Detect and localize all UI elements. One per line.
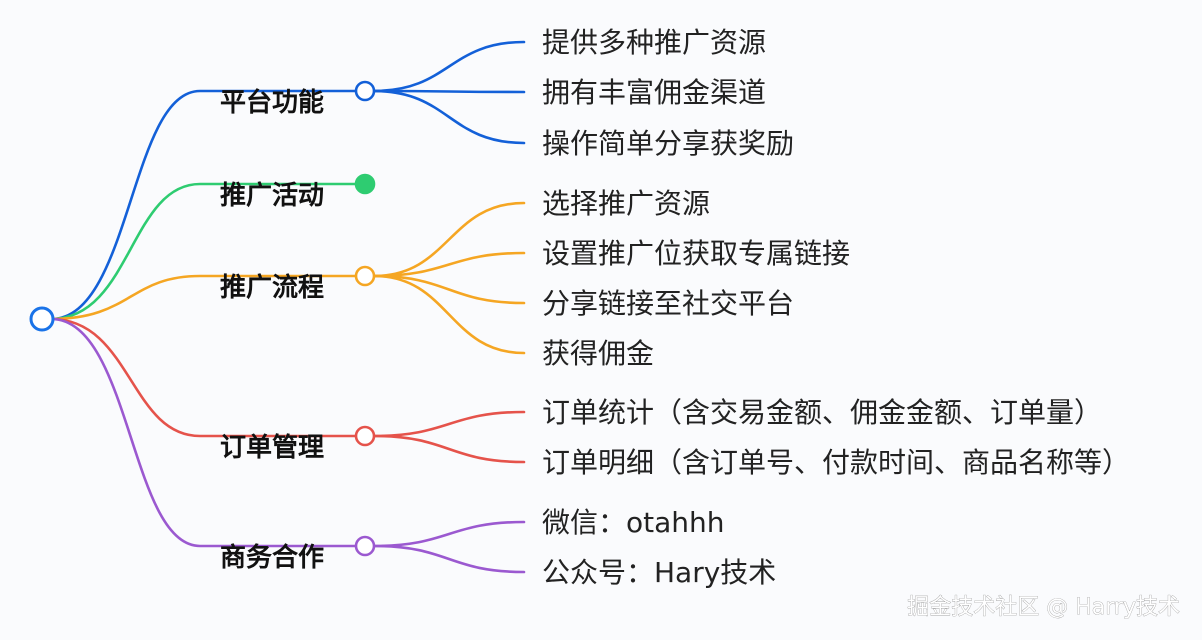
root-node[interactable] (29, 306, 55, 332)
branch-5-leaf-1-edge (372, 520, 526, 548)
branch-5-leaf-2-label[interactable]: 公众号：Hary技术 (542, 556, 776, 589)
branch-3-leaf-4-edge (372, 274, 526, 355)
branch-1-label[interactable]: 平台功能 (220, 87, 324, 118)
branch-3-leaf-3-edge (372, 274, 526, 305)
branch-4-leaf-1-edge (372, 410, 526, 438)
branch-4-leaf-2-label[interactable]: 订单明细（含订单号、付款时间、商品名称等） (542, 446, 1130, 479)
branch-3-edge (49, 274, 358, 321)
branch-3-leaf-4-label[interactable]: 获得佣金 (542, 337, 654, 370)
branch-4-leaf-2-edge (372, 434, 526, 464)
branch-1-leaf-2-label[interactable]: 拥有丰富佣金渠道 (542, 76, 766, 109)
branch-1-node[interactable] (354, 80, 376, 102)
branch-2-node[interactable] (354, 173, 376, 195)
branch-3-leaf-1-label[interactable]: 选择推广资源 (542, 187, 710, 220)
branch-1-leaf-1-label[interactable]: 提供多种推广资源 (542, 26, 766, 59)
branch-5-edge (49, 317, 358, 548)
mindmap-nodes (29, 80, 376, 557)
branch-5-leaf-2-edge (372, 544, 526, 574)
branch-1-leaf-1-edge (372, 40, 526, 93)
branch-3-leaf-1-edge (372, 201, 526, 278)
branch-3-leaf-2-edge (372, 251, 526, 278)
branch-5-node[interactable] (354, 535, 376, 557)
branch-1-leaf-3-label[interactable]: 操作简单分享获奖励 (542, 127, 794, 160)
watermark: 掘金技术社区 @ Harry技术 (907, 595, 1180, 620)
branch-5-label[interactable]: 商务合作 (220, 542, 324, 573)
branch-2-label[interactable]: 推广活动 (220, 181, 324, 211)
branch-1-leaf-3-edge (372, 89, 526, 145)
branch-2-edge (49, 182, 358, 321)
branch-4-label[interactable]: 订单管理 (220, 433, 324, 463)
branch-4-node[interactable] (354, 425, 376, 447)
branch-4-leaf-1-label[interactable]: 订单统计（含交易金额、佣金金额、订单量） (542, 396, 1102, 429)
branch-5-leaf-1-label[interactable]: 微信：otahhh (542, 506, 725, 539)
branch-3-leaf-3-label[interactable]: 分享链接至社交平台 (542, 287, 794, 320)
branch-1-edge (49, 89, 358, 321)
mindmap-edges (49, 40, 526, 574)
branch-4-edge (49, 317, 358, 438)
branch-1-leaf-2-edge (372, 89, 526, 94)
branch-3-label[interactable]: 推广流程 (220, 273, 324, 303)
branch-3-leaf-2-label[interactable]: 设置推广位获取专属链接 (542, 237, 850, 270)
branch-3-node[interactable] (354, 265, 376, 287)
